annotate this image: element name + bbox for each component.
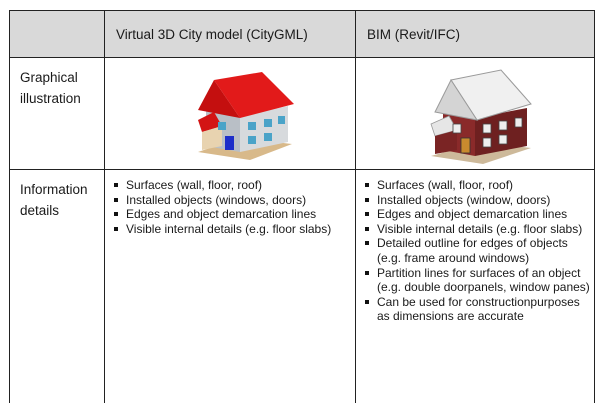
header-empty-cell (10, 11, 105, 57)
citygml-illustration-cell (106, 58, 356, 169)
row-label-cell: Information details (10, 170, 105, 403)
list-item: Detailed outline for edges of objects (e… (365, 236, 590, 265)
list-item: Installed objects (window, doors) (365, 193, 590, 208)
bim-details-cell: Surfaces (wall, floor, roof) Installed o… (357, 170, 594, 403)
list-item: Edges and object demarcation lines (365, 207, 590, 222)
row-label-cell: Graphical illustration (10, 58, 105, 169)
list-item: Can be used for constructionpurposes as … (365, 295, 590, 324)
row-label-graphical: Graphical illustration (20, 70, 81, 106)
comparison-table: Virtual 3D City model (CityGML) BIM (Rev… (9, 10, 595, 403)
citygml-details-cell: Surfaces (wall, floor, roof) Installed o… (106, 170, 356, 403)
table-header-row: Virtual 3D City model (CityGML) BIM (Rev… (10, 11, 594, 58)
citygml-details-list: Surfaces (wall, floor, roof) Installed o… (106, 170, 355, 236)
row-label-information: Information details (20, 182, 88, 218)
list-item: Installed objects (windows, doors) (114, 193, 351, 208)
bim-details-list: Surfaces (wall, floor, roof) Installed o… (357, 170, 594, 324)
list-item: Surfaces (wall, floor, roof) (114, 178, 351, 193)
graphical-illustration-row: Graphical illustration (10, 58, 594, 170)
header-bim: BIM (Revit/IFC) (367, 26, 460, 42)
list-item: Visible internal details (e.g. floor sla… (365, 222, 590, 237)
list-item: Edges and object demarcation lines (114, 207, 351, 222)
header-citygml: Virtual 3D City model (CityGML) (106, 11, 356, 57)
list-item: Visible internal details (e.g. floor sla… (114, 222, 351, 237)
list-item: Surfaces (wall, floor, roof) (365, 178, 590, 193)
information-details-row: Information details Surfaces (wall, floo… (10, 170, 594, 403)
bim-illustration-cell (357, 58, 594, 169)
list-item: Partition lines for surfaces of an objec… (365, 265, 590, 295)
white-roof-brick-house-icon (430, 69, 532, 164)
red-roof-house-icon (198, 72, 294, 160)
